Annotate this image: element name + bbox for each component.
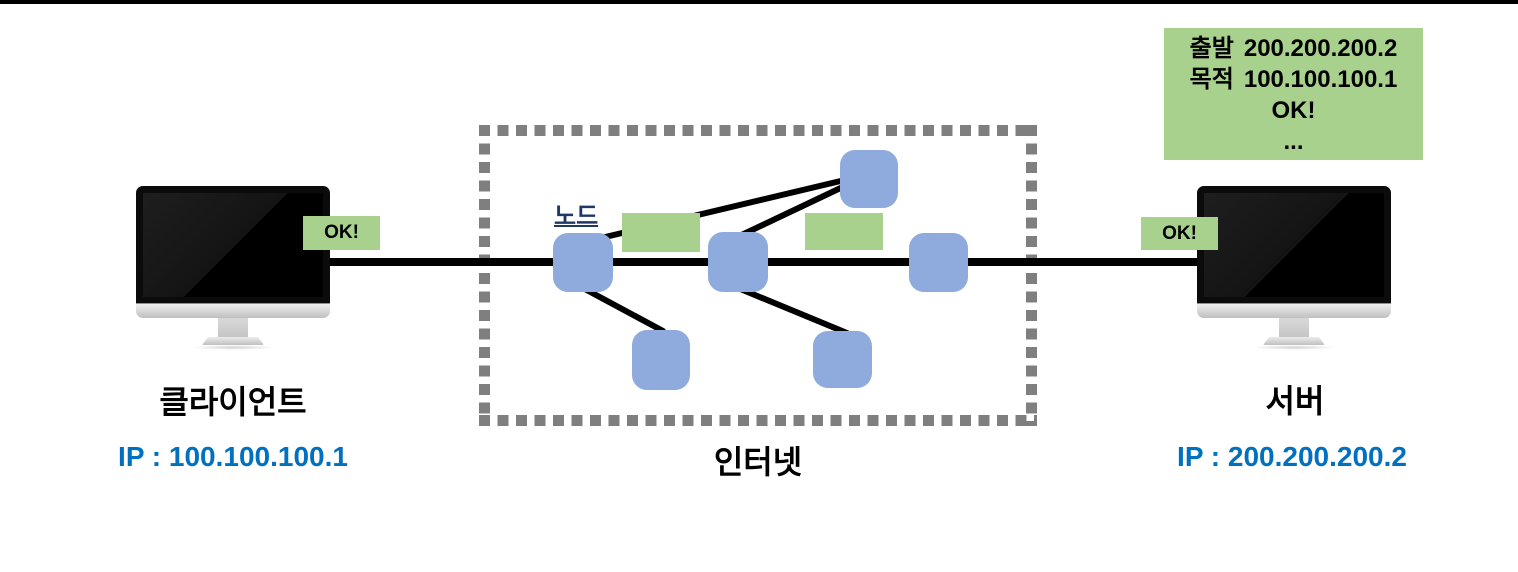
node-middle xyxy=(708,232,768,292)
server-monitor-screen xyxy=(1204,193,1384,297)
transit-packet-1 xyxy=(622,213,700,252)
node-label: 노드 xyxy=(554,203,599,230)
packet-dest-line: 목적 100.100.100.1 xyxy=(1164,64,1423,95)
node-bottom-middle xyxy=(813,331,872,388)
node-right xyxy=(909,233,968,292)
server-monitor-shadow xyxy=(1251,345,1337,350)
link-node-left-to-bottom-left xyxy=(580,285,666,334)
server-monitor-chin xyxy=(1197,303,1391,318)
client-monitor-stand xyxy=(218,318,248,337)
transit-packet-2 xyxy=(805,213,883,250)
internet-boundary-top xyxy=(479,125,1037,136)
node-top xyxy=(840,150,898,208)
link-node-mid-to-bottom-mid xyxy=(735,285,850,336)
packet-dest-label: 목적 xyxy=(1189,66,1234,93)
client-ip-label: IP : 100.100.100.1 xyxy=(118,441,348,472)
client-monitor-shadow xyxy=(190,345,276,350)
internet-label: 인터넷 xyxy=(713,444,803,480)
packet-ellipsis-line: ... xyxy=(1283,128,1304,155)
server-monitor-stand xyxy=(1279,318,1309,337)
client-monitor-base xyxy=(202,337,264,345)
server-ok-badge: OK! xyxy=(1141,217,1218,250)
node-bottom-left xyxy=(632,330,690,390)
packet-status-line: OK! xyxy=(1271,97,1316,124)
internet-boundary-bottom xyxy=(479,415,1037,426)
client-monitor-chin xyxy=(136,303,330,318)
client-name-label: 클라이언트 xyxy=(159,384,307,420)
server-ip-label: IP : 200.200.200.2 xyxy=(1177,441,1407,472)
packet-source-label: 출발 xyxy=(1189,35,1234,62)
client-monitor-screen xyxy=(143,193,323,297)
server-name-label: 서버 xyxy=(1265,383,1325,419)
client-ok-badge: OK! xyxy=(303,216,380,250)
internet-boundary-left xyxy=(479,125,490,426)
link-node-mid-to-top xyxy=(728,181,852,243)
internet-boundary-right xyxy=(1026,125,1037,426)
node-left xyxy=(553,233,613,292)
packet-source-line: 출발 200.200.200.2 xyxy=(1164,33,1423,64)
server-monitor-base xyxy=(1263,337,1325,345)
client-computer-icon xyxy=(136,186,330,350)
server-computer-icon xyxy=(1197,186,1391,350)
top-border-line xyxy=(0,0,1518,4)
packet-dest-value: 100.100.100.1 xyxy=(1243,66,1398,93)
packet-source-value: 200.200.200.2 xyxy=(1243,35,1398,62)
response-packet-info-box: 출발 200.200.200.2 목적 100.100.100.1 OK! ... xyxy=(1164,28,1423,160)
